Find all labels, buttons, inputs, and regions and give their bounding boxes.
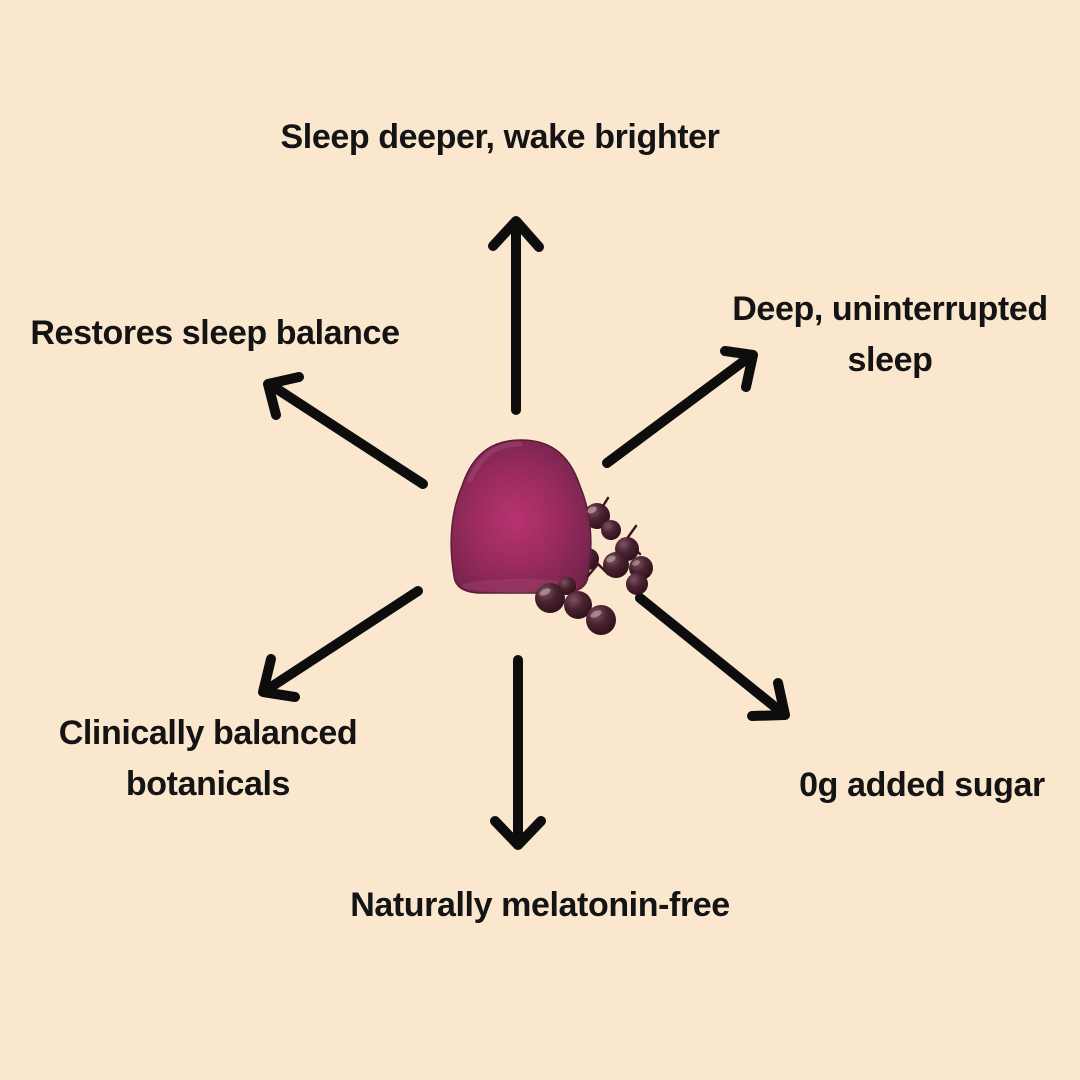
benefit-label-bottom: Naturally melatonin-free <box>350 886 730 924</box>
benefit-label-upper-left: Restores sleep balance <box>30 314 400 352</box>
benefit-label-lower-left: Clinically balanced botanicals <box>58 714 358 803</box>
arrow-down-icon <box>490 655 546 850</box>
arrow-upper-left-icon <box>263 372 428 489</box>
gummy <box>450 439 592 594</box>
arrow-lower-left-icon <box>258 586 423 702</box>
benefit-label-upper-right: Deep, uninterrupted sleep <box>732 290 1048 379</box>
arrow-up-icon <box>488 216 544 415</box>
elderberries-front <box>535 506 653 635</box>
arrow-upper-right-icon <box>602 346 758 468</box>
benefit-label-lower-right: 0g added sugar <box>799 766 1045 804</box>
arrow-lower-right-icon <box>635 593 790 721</box>
benefit-label-top: Sleep deeper, wake brighter <box>280 118 720 156</box>
gummy-product-image <box>450 439 653 635</box>
